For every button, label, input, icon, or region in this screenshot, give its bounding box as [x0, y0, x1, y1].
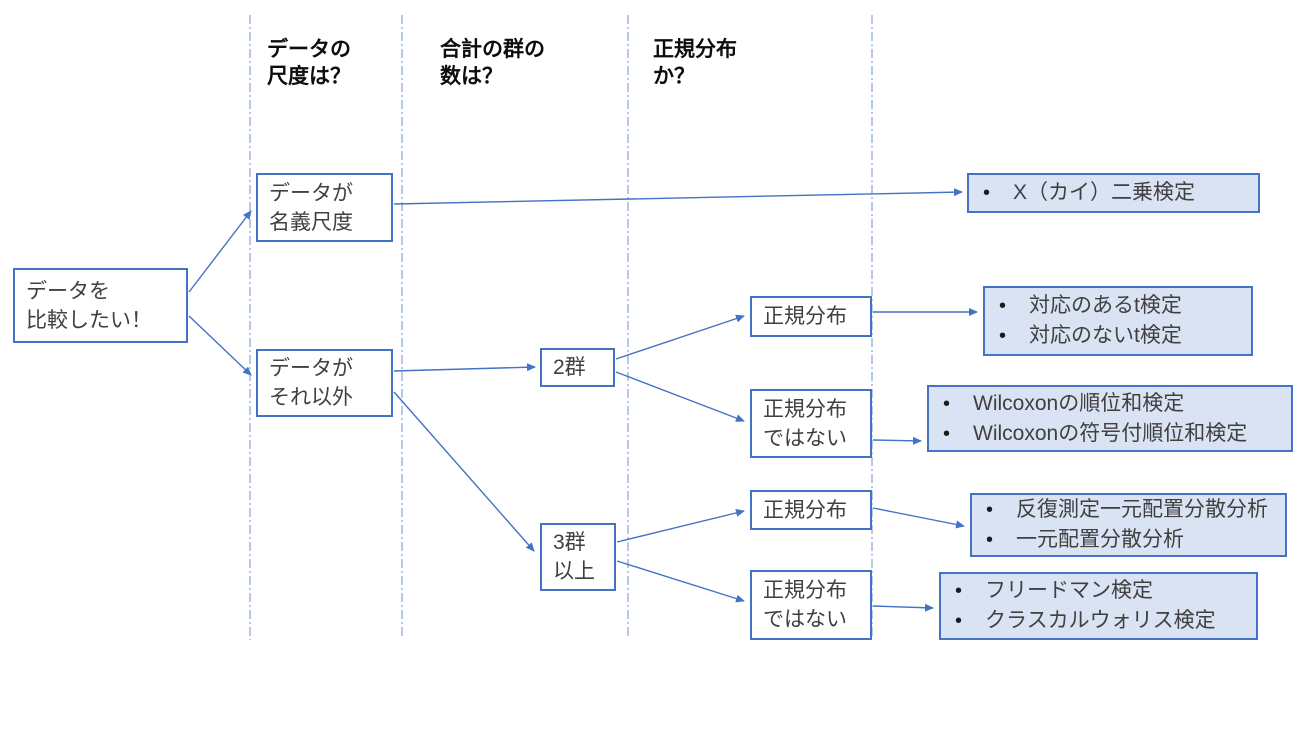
- result-item: クラスカルウォリス検定: [941, 606, 1256, 636]
- result-list: X（カイ）二乗検定: [969, 178, 1258, 208]
- result-anova-tests: 反復測定一元配置分散分析一元配置分散分析: [970, 493, 1287, 557]
- result-chi-square-test: X（カイ）二乗検定: [967, 173, 1260, 213]
- node-not-normal-3groups: 正規分布 ではない: [750, 570, 872, 640]
- result-list: フリードマン検定クラスカルウォリス検定: [941, 576, 1256, 636]
- arrow-notnormal2-to-wilcoxon: [872, 436, 922, 445]
- node-other-scale: データが それ以外: [256, 349, 393, 417]
- node-not-normal-2groups: 正規分布 ではない: [750, 389, 872, 458]
- result-item: 対応のないt検定: [985, 321, 1251, 351]
- arrow-2groups-to-notnormal: [615, 371, 745, 422]
- column-header-normality: 正規分布 か？: [653, 38, 737, 88]
- node-nominal-scale: データが 名義尺度: [256, 173, 393, 242]
- arrow-start-to-other: [188, 315, 252, 376]
- arrow-2groups-to-normal: [615, 314, 745, 360]
- result-t-tests: 対応のあるt検定対応のないt検定: [983, 286, 1253, 356]
- result-item: 一元配置分散分析: [972, 525, 1285, 555]
- result-item: 反復測定一元配置分散分析: [972, 495, 1285, 525]
- column-header-group-count: 合計の群の 数は？: [440, 38, 545, 88]
- flow-arrows: [188, 188, 978, 612]
- column-guide-lines: [249, 15, 873, 640]
- node-normal-2groups: 正規分布: [750, 296, 872, 337]
- result-item: 対応のあるt検定: [985, 291, 1251, 321]
- result-nonparametric-multi-tests: フリードマン検定クラスカルウォリス検定: [939, 572, 1258, 640]
- result-item: フリードマン検定: [941, 576, 1256, 606]
- arrow-3groups-to-normal: [616, 509, 745, 543]
- arrow-normal3-to-anova: [872, 507, 965, 529]
- result-item: Wilcoxonの符号付順位和検定: [929, 419, 1291, 449]
- result-list: 反復測定一元配置分散分析一元配置分散分析: [972, 495, 1285, 555]
- result-item: X（カイ）二乗検定: [969, 178, 1258, 208]
- result-list: Wilcoxonの順位和検定Wilcoxonの符号付順位和検定: [929, 389, 1291, 449]
- result-wilcoxon-tests: Wilcoxonの順位和検定Wilcoxonの符号付順位和検定: [927, 385, 1293, 452]
- arrow-3groups-to-notnormal: [616, 560, 745, 603]
- node-start: データを 比較したい！: [13, 268, 188, 343]
- result-list: 対応のあるt検定対応のないt検定: [985, 291, 1251, 351]
- arrow-notnormal3-to-friedman: [872, 603, 934, 612]
- result-item: Wilcoxonの順位和検定: [929, 389, 1291, 419]
- arrow-start-to-nominal: [188, 210, 252, 293]
- node-three-plus-groups: 3群 以上: [540, 523, 616, 591]
- arrow-other-to-3groups: [393, 391, 535, 552]
- arrow-nominal-to-chi: [393, 188, 963, 205]
- node-normal-3groups: 正規分布: [750, 490, 872, 530]
- arrow-other-to-2groups: [393, 363, 536, 372]
- node-two-groups: 2群: [540, 348, 615, 387]
- column-header-scale: データの 尺度は？: [267, 38, 351, 88]
